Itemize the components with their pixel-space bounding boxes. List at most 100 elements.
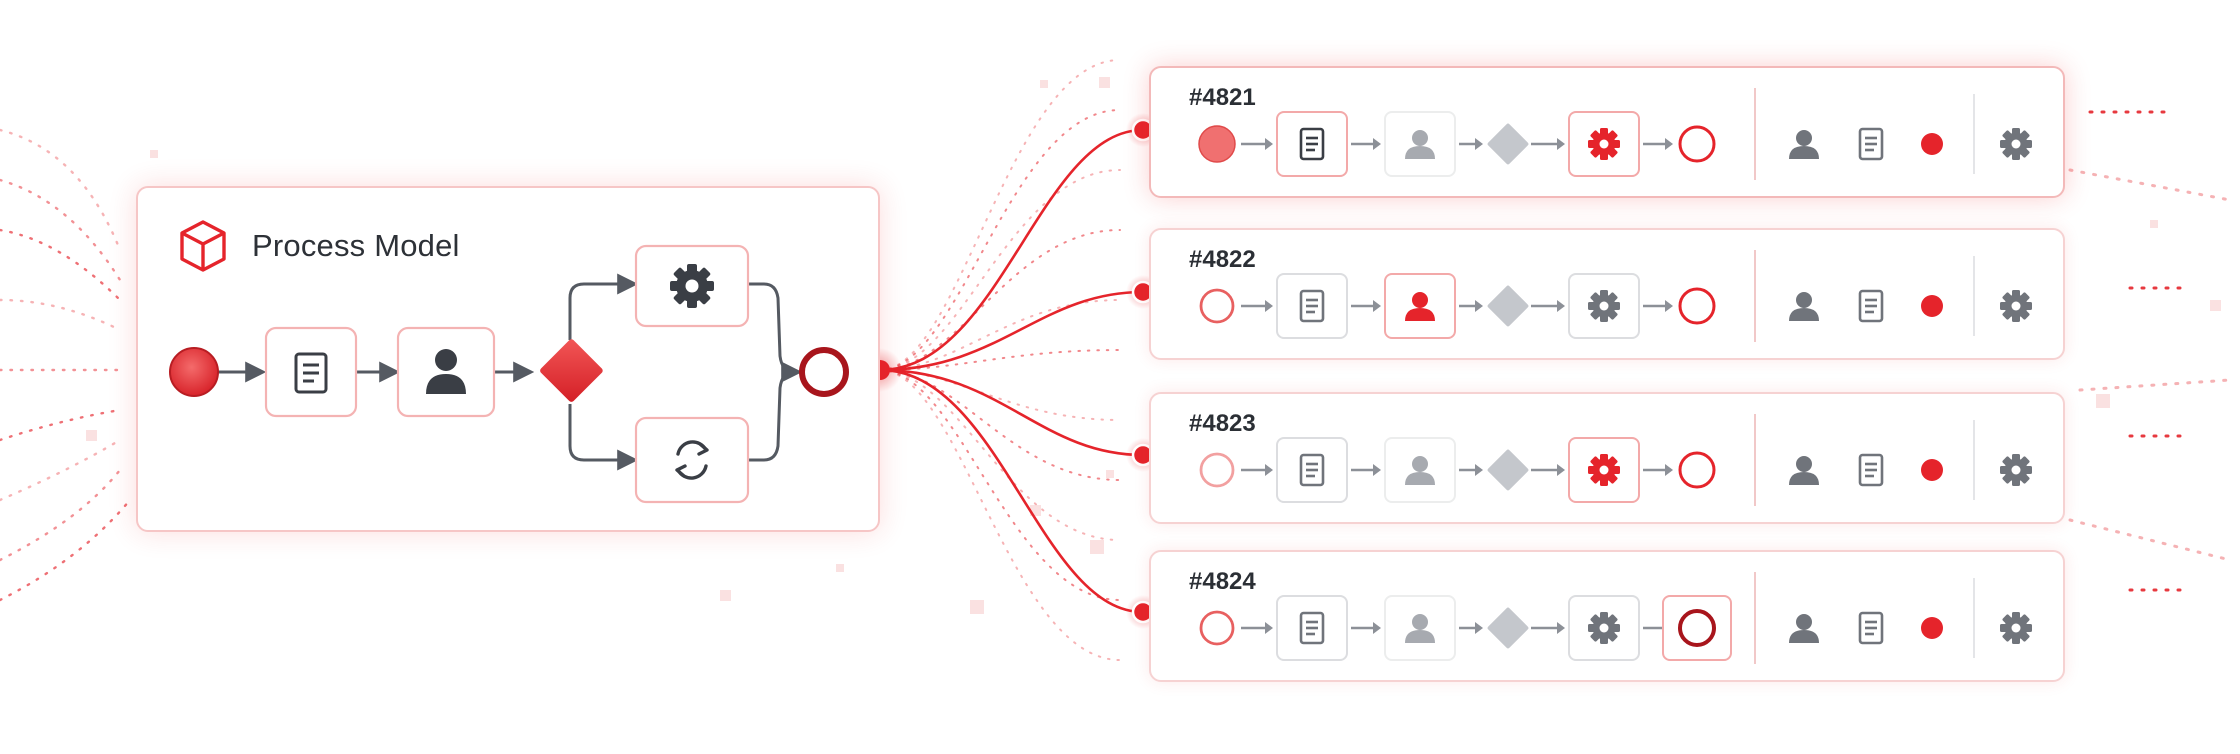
user-icon [426,349,466,394]
flow-arrow [1351,464,1381,476]
document-icon [1299,453,1325,487]
user-icon [1405,130,1435,159]
dotted-curve [0,298,122,332]
gateway-diamond-icon [1487,123,1529,165]
user-icon [1405,614,1435,643]
user-icon [1789,456,1819,485]
connector-line [879,368,1144,457]
user-icon [1405,456,1435,485]
flow-arrow [568,273,639,340]
dotted-curve [879,169,1121,371]
document-icon [1858,611,1884,645]
user-icon [1789,614,1819,643]
instance-id: #4822 [1189,246,1256,273]
instance-flow [1199,414,2032,506]
flow-arrow [1531,138,1565,150]
flow-arrow [1643,300,1673,312]
flow-arrow [1459,464,1483,476]
instance-card-4823[interactable]: #4823 [1149,392,2065,524]
connector-line [879,290,1144,372]
document-icon [1858,127,1884,161]
document-icon [1299,289,1325,323]
dotted-curve [879,299,1121,371]
dotted-curve [879,109,1121,371]
decorative-square [2210,300,2221,311]
process-model-title: Process Model [252,228,460,263]
flow-arrow [1531,622,1565,634]
end-event-icon [1678,125,1716,163]
document-icon [1858,453,1884,487]
dotted-curve [0,408,122,442]
user-task [396,326,496,418]
settings-icon [2000,290,2032,322]
dotted-curve [879,369,1121,661]
document-icon [1299,127,1325,161]
flow-arrow [1241,464,1273,476]
user-icon [1405,292,1435,321]
start-event-icon [1199,288,1235,324]
instance-id: #4824 [1189,568,1256,595]
user-icon [1789,130,1819,159]
flow-arrow [568,404,639,471]
flow-arrow [1241,622,1273,634]
gear-icon [1588,290,1620,322]
dotted-curve [0,438,122,502]
connector-line [879,368,1144,614]
flow-arrow [1531,300,1565,312]
dotted-trail [2068,168,2232,202]
start-event-icon [169,347,219,397]
flow-arrow [748,282,803,383]
gear-icon [1588,454,1620,486]
status-dot-icon [1921,133,1943,155]
flow-arrow [1241,300,1273,312]
end-event-icon [1678,287,1716,325]
settings-icon [2000,128,2032,160]
end-event-icon [1678,451,1716,489]
decorative-dots-right [2068,110,2232,592]
status-dot-icon [1921,617,1943,639]
decorative-square [720,590,731,601]
gear-icon [670,264,714,308]
gear-icon [1588,612,1620,644]
document-icon [1299,611,1325,645]
decorative-square [150,150,158,158]
flow-arrow [1643,464,1673,476]
document-icon [294,352,328,394]
start-event-icon [1199,452,1235,488]
decorative-square [1040,80,1048,88]
flow-arrow [1459,300,1483,312]
gateway-diamond-icon [540,339,603,402]
status-dot-icon [1921,459,1943,481]
instance-flow [1199,572,2032,664]
instance-card-4821[interactable]: #4821 [1149,66,2065,198]
flow-arrow [1643,138,1673,150]
settings-icon [2000,454,2032,486]
decorative-square [2150,220,2158,228]
dotted-curve [0,498,132,602]
decorative-square [1106,470,1114,478]
refresh-icon [675,440,709,480]
instance-card-4824[interactable]: #4824 [1149,550,2065,682]
instance-id: #4821 [1189,84,1256,111]
decorative-square [1099,77,1110,88]
decorative-square [1030,505,1041,516]
dotted-curve [879,369,1121,541]
dotted-curve [0,178,122,282]
gateway-diamond-icon [1487,449,1529,491]
document-icon [1858,289,1884,323]
start-event-icon [1199,610,1235,646]
dotted-trail [2078,378,2232,392]
dotted-curve [879,369,1121,601]
flow-arrow [748,370,795,462]
end-event-icon [1678,609,1716,647]
status-dot-icon [1921,295,1943,317]
flow-arrow [1351,138,1381,150]
decorative-square [970,600,984,614]
instance-id: #4823 [1189,410,1256,437]
flow-arrow [1351,622,1381,634]
connector-line [879,128,1144,372]
gear-icon [1588,128,1620,160]
refresh-task [634,416,750,504]
instance-card-4822[interactable]: #4822 [1149,228,2065,360]
process-model-card[interactable]: Process Model [136,186,880,532]
